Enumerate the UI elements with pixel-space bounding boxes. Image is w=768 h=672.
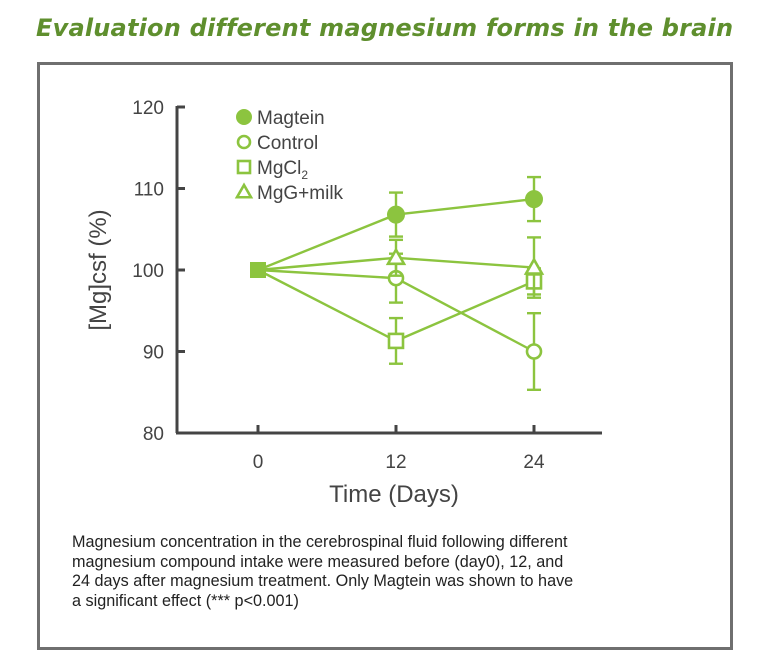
caption-line: 24 days after magnesium treatment. Only … bbox=[72, 572, 574, 590]
data-point bbox=[250, 262, 266, 278]
data-point bbox=[525, 190, 543, 209]
y-tick-label: 120 bbox=[132, 98, 164, 119]
legend-label: Magtein bbox=[257, 108, 325, 129]
legend-marker bbox=[236, 109, 252, 125]
y-tick-label: 100 bbox=[132, 261, 164, 282]
data-point bbox=[387, 332, 405, 350]
caption-line: magnesium compound intake were measured … bbox=[72, 552, 564, 571]
data-point bbox=[523, 256, 545, 275]
caption-line: a significant effect (*** p<0.001) bbox=[72, 591, 299, 610]
legend-marker bbox=[236, 159, 252, 175]
y-tick-label: 110 bbox=[134, 180, 164, 201]
x-tick-label: 24 bbox=[523, 452, 545, 473]
page-title: Evaluation different magnesium forms in … bbox=[36, 14, 734, 42]
x-tick-label: 0 bbox=[253, 452, 264, 473]
data-point bbox=[525, 343, 543, 360]
data-point bbox=[385, 247, 407, 266]
legend-marker bbox=[234, 182, 254, 199]
legend-label: Control bbox=[257, 133, 318, 154]
y-tick-label: 90 bbox=[143, 343, 164, 364]
y-tick-label: 80 bbox=[143, 424, 164, 445]
data-point bbox=[387, 205, 405, 224]
figure-caption: Magnesium concentration in the cerebrosp… bbox=[72, 533, 712, 611]
legend-label: MgG+milk bbox=[257, 183, 344, 204]
legend-label-subscript: 2 bbox=[301, 168, 308, 182]
series-control bbox=[257, 252, 543, 392]
chart-frame bbox=[37, 62, 733, 650]
legend-label: MgCl2 bbox=[257, 158, 308, 182]
x-axis-label: Time (Days) bbox=[329, 481, 459, 508]
series-magtein bbox=[257, 175, 543, 272]
caption-line: Magnesium concentration in the cerebrosp… bbox=[72, 533, 568, 551]
y-axis-label: [Mg]csf (%) bbox=[85, 209, 112, 330]
series-mgg-milk bbox=[257, 236, 545, 299]
legend-marker bbox=[236, 134, 252, 150]
x-tick-label: 12 bbox=[385, 452, 406, 473]
